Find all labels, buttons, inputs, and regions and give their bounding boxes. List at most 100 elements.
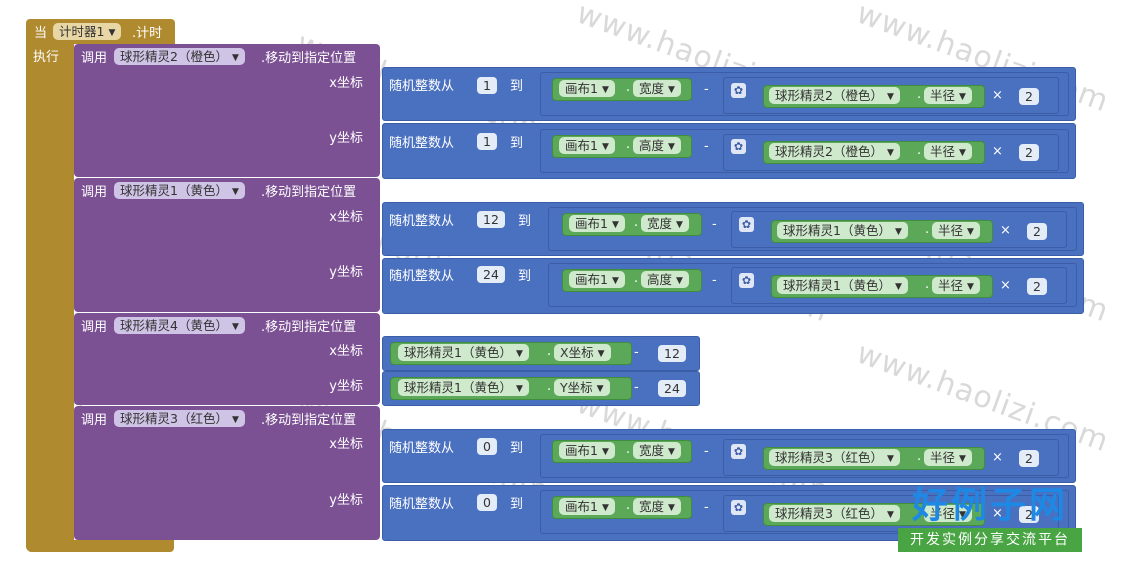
sprite-dropdown[interactable]: 球形精灵3（红色）▼ — [769, 449, 900, 466]
sprite-dropdown[interactable]: 球形精灵1（黄色）▼ — [777, 277, 908, 294]
radius-label: 半径 — [930, 88, 956, 103]
number-input[interactable]: 0 — [477, 494, 497, 511]
property-dropdown[interactable]: 宽度▼ — [633, 498, 681, 515]
sprite-dropdown[interactable]: 球形精灵2（橙色）▼ — [769, 87, 900, 104]
dot-separator: . — [917, 87, 922, 102]
property-dropdown[interactable]: 宽度▼ — [633, 442, 681, 459]
radius-dropdown[interactable]: 半径▼ — [924, 449, 972, 466]
minus-operator: - — [704, 444, 709, 459]
chevron-down-icon: ▼ — [668, 447, 675, 457]
property-dropdown[interactable]: 高度▼ — [633, 137, 681, 154]
logo-subtitle: 开发实例分享交流平台 — [898, 528, 1082, 552]
number-input[interactable]: 2 — [1019, 450, 1039, 467]
canvas-label: 画布1 — [575, 272, 608, 287]
timer-component-dropdown[interactable]: 计时器1▼ — [53, 23, 122, 40]
sprite-dropdown[interactable]: 球形精灵1（黄色）▼ — [398, 379, 529, 396]
x-label: x坐标 — [329, 76, 363, 91]
radius-dropdown[interactable]: 半径▼ — [924, 87, 972, 104]
number-input[interactable]: 1 — [477, 133, 497, 150]
to-label: 到 — [510, 441, 524, 456]
minus-operator: - — [634, 345, 639, 360]
canvas-dropdown[interactable]: 画布1▼ — [559, 80, 615, 97]
property-dropdown[interactable]: Y坐标▼ — [554, 379, 610, 396]
number-input[interactable]: 2 — [1027, 278, 1047, 295]
sprite-dropdown[interactable]: 球形精灵1（黄色）▼ — [398, 344, 529, 361]
site-logo: 好例子网 开发实例分享交流平台 — [898, 476, 1082, 552]
canvas-dropdown[interactable]: 画布1▼ — [569, 271, 625, 288]
chevron-down-icon: ▼ — [596, 384, 604, 394]
chevron-down-icon: ▼ — [959, 454, 966, 464]
chevron-down-icon: ▼ — [231, 322, 239, 332]
dot-separator: . — [917, 505, 922, 520]
radius-dropdown[interactable]: 半径▼ — [924, 505, 972, 522]
chevron-down-icon: ▼ — [967, 227, 974, 237]
sprite-dropdown-2[interactable]: 球形精灵1（黄色）▼ — [114, 182, 245, 199]
property-dropdown[interactable]: 高度▼ — [641, 271, 689, 288]
canvas-dropdown[interactable]: 画布1▼ — [559, 137, 615, 154]
property-dropdown[interactable]: 宽度▼ — [641, 215, 689, 232]
sprite-dropdown-1[interactable]: 球形精灵2（橙色）▼ — [114, 48, 245, 65]
gear-icon[interactable]: ✿ — [731, 83, 746, 98]
times-operator: × — [992, 144, 1003, 159]
property-dropdown[interactable]: 宽度▼ — [633, 80, 681, 97]
property-dropdown[interactable]: X坐标▼ — [554, 344, 611, 361]
chevron-down-icon: ▼ — [231, 187, 239, 197]
sprite-dropdown-4[interactable]: 球形精灵3（红色）▼ — [114, 410, 245, 427]
y-label: y坐标 — [329, 131, 363, 146]
gear-icon[interactable]: ✿ — [731, 139, 746, 154]
radius-dropdown[interactable]: 半径▼ — [932, 277, 980, 294]
radius-dropdown[interactable]: 半径▼ — [932, 222, 980, 239]
call-move-block-4[interactable] — [74, 406, 380, 540]
radius-label: 半径 — [930, 144, 956, 159]
y-label: y坐标 — [329, 379, 363, 394]
radius-dropdown[interactable]: 半径▼ — [924, 143, 972, 160]
minus-operator: - — [712, 273, 717, 288]
number-input[interactable]: 24 — [658, 380, 686, 397]
do-label: 执行 — [33, 50, 60, 65]
canvas-dropdown[interactable]: 画布1▼ — [559, 498, 615, 515]
sprite-dropdown[interactable]: 球形精灵3（红色）▼ — [769, 505, 900, 522]
chevron-down-icon: ▼ — [894, 282, 902, 292]
sprite-dropdown[interactable]: 球形精灵1（黄色）▼ — [777, 222, 908, 239]
random-from-label: 随机整数从 — [389, 214, 455, 229]
sprite-dropdown-3[interactable]: 球形精灵4（黄色）▼ — [114, 317, 245, 334]
dot-separator: . — [626, 137, 631, 152]
sprite-label: 球形精灵2（橙色） — [775, 88, 883, 103]
property-label: Y坐标 — [560, 380, 593, 395]
number-input[interactable]: 2 — [1019, 88, 1039, 105]
number-input[interactable]: 12 — [477, 211, 505, 228]
logo-title: 好例子网 — [911, 485, 1068, 526]
canvas-dropdown[interactable]: 画布1▼ — [559, 442, 615, 459]
event-block-body[interactable] — [26, 44, 74, 552]
dot-separator: . — [925, 222, 930, 237]
dot-separator: . — [626, 442, 631, 457]
chevron-down-icon: ▼ — [967, 282, 974, 292]
number-input[interactable]: 12 — [658, 345, 686, 362]
number-input[interactable]: 0 — [477, 438, 497, 455]
chevron-down-icon: ▼ — [676, 276, 683, 286]
number-input[interactable]: 2 — [1019, 506, 1039, 523]
x-label: x坐标 — [329, 344, 363, 359]
gear-icon[interactable]: ✿ — [731, 444, 746, 459]
sprite-label: 球形精灵3（红色） — [775, 506, 883, 521]
number-input[interactable]: 2 — [1027, 223, 1047, 240]
gear-icon[interactable]: ✿ — [739, 273, 754, 288]
call-move-block-2[interactable] — [74, 178, 380, 312]
call-label: 调用 — [81, 51, 108, 66]
dot-separator: . — [626, 498, 631, 513]
dot-separator: . — [626, 80, 631, 95]
number-input[interactable]: 1 — [477, 77, 497, 94]
canvas-label: 画布1 — [565, 499, 598, 514]
gear-icon[interactable]: ✿ — [731, 500, 746, 515]
chevron-down-icon: ▼ — [601, 142, 609, 152]
call-move-block-1[interactable] — [74, 44, 380, 177]
sprite-label: 球形精灵1（黄色） — [783, 223, 891, 238]
gear-icon[interactable]: ✿ — [739, 217, 754, 232]
dot-separator: . — [634, 271, 639, 286]
canvas-dropdown[interactable]: 画布1▼ — [569, 215, 625, 232]
sprite-dropdown[interactable]: 球形精灵2（橙色）▼ — [769, 143, 900, 160]
sprite-label: 球形精灵1（黄色） — [404, 380, 512, 395]
radius-label: 半径 — [938, 278, 964, 293]
number-input[interactable]: 2 — [1019, 144, 1039, 161]
number-input[interactable]: 24 — [477, 266, 505, 283]
